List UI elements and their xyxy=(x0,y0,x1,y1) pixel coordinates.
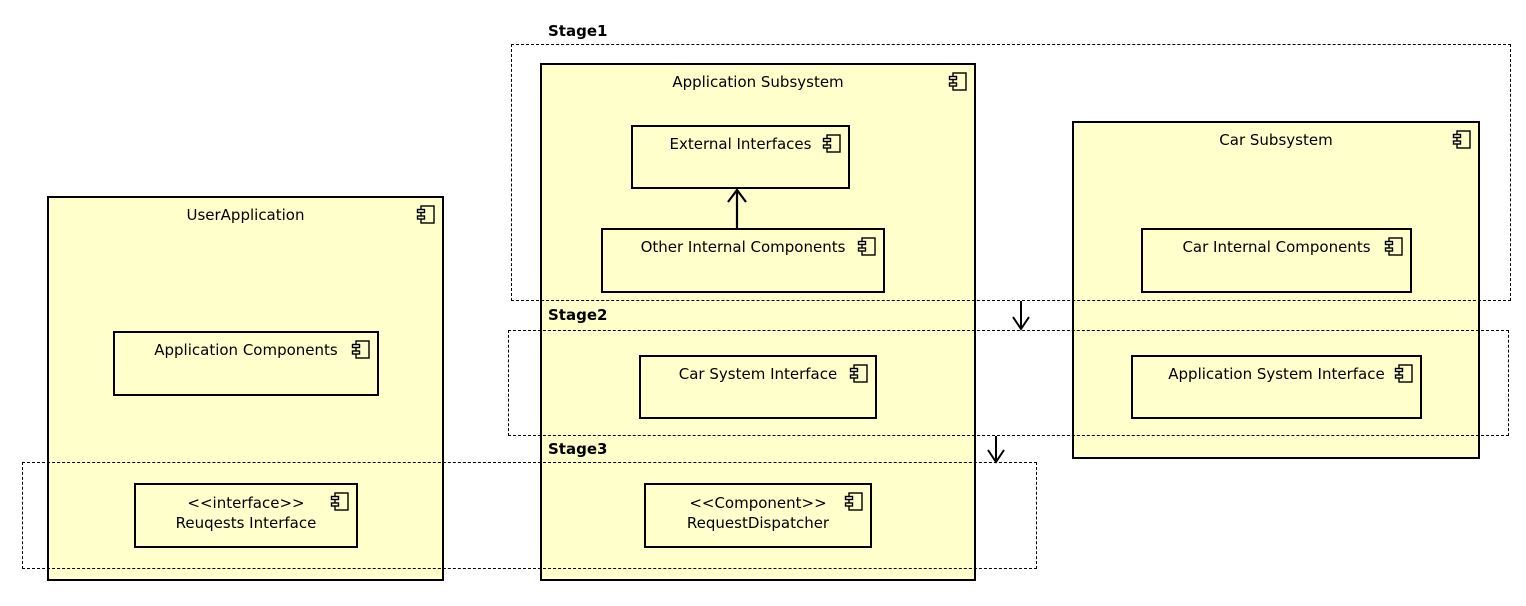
component-icon xyxy=(351,340,370,359)
requests-interface-label: Reuqests Interface xyxy=(175,514,317,532)
component-icon xyxy=(416,205,435,224)
application-system-interface-label: Application System Interface xyxy=(1168,365,1385,383)
application-subsystem-title: Application Subsystem xyxy=(672,73,844,91)
stage2-to-stage3-arrow xyxy=(987,436,1005,464)
component-icon xyxy=(822,134,841,153)
requests-interface-stereotype: <<interface>> xyxy=(187,494,305,512)
car-internal-components-component[interactable]: Car Internal Components xyxy=(1141,228,1412,293)
dependency-arrow xyxy=(727,188,747,228)
application-system-interface-component[interactable]: Application System Interface xyxy=(1131,355,1422,419)
component-icon xyxy=(849,364,868,383)
other-internal-components-label: Other Internal Components xyxy=(640,238,846,256)
request-dispatcher-stereotype: <<Component>> xyxy=(689,494,827,512)
user-application-title: UserApplication xyxy=(186,206,305,224)
component-icon xyxy=(857,237,876,256)
external-interfaces-component[interactable]: External Interfaces xyxy=(631,125,850,189)
component-icon xyxy=(1384,237,1403,256)
car-system-interface-component[interactable]: Car System Interface xyxy=(639,355,877,419)
application-components-component[interactable]: Application Components xyxy=(113,331,379,396)
request-dispatcher-component[interactable]: <<Component>> RequestDispatcher xyxy=(644,483,872,548)
stage2-label: Stage2 xyxy=(548,306,608,324)
stage3-label: Stage3 xyxy=(548,440,608,458)
stage1-to-stage2-arrow xyxy=(1012,301,1030,331)
component-icon xyxy=(1394,364,1413,383)
stage1-label: Stage1 xyxy=(548,22,608,40)
external-interfaces-label: External Interfaces xyxy=(669,135,812,153)
component-icon xyxy=(1452,130,1471,149)
requests-interface-component[interactable]: <<interface>> Reuqests Interface xyxy=(134,483,358,548)
component-icon xyxy=(330,492,349,511)
component-icon xyxy=(844,492,863,511)
other-internal-components-component[interactable]: Other Internal Components xyxy=(601,228,885,293)
component-icon xyxy=(948,72,967,91)
application-components-label: Application Components xyxy=(154,341,338,359)
request-dispatcher-label: RequestDispatcher xyxy=(686,514,830,532)
car-subsystem-title: Car Subsystem xyxy=(1219,131,1333,149)
car-internal-components-label: Car Internal Components xyxy=(1182,238,1371,256)
car-system-interface-label: Car System Interface xyxy=(678,365,838,383)
